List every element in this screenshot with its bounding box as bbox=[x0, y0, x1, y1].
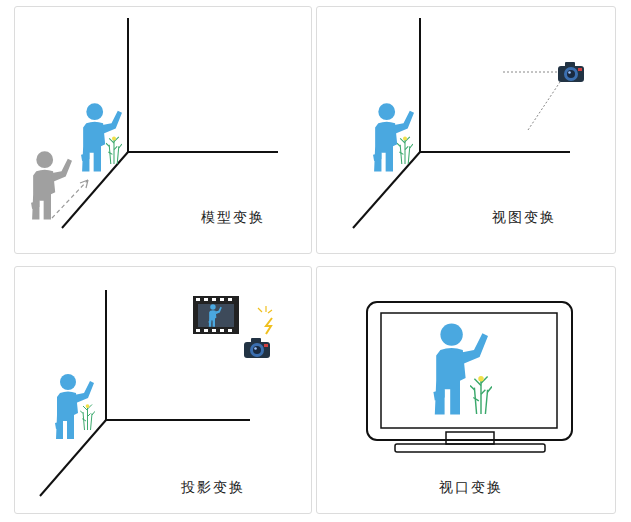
panel-caption: 投影变换 bbox=[181, 479, 245, 496]
panel-box: 投影变换 bbox=[14, 266, 312, 514]
panel-caption: 视图变换 bbox=[492, 209, 556, 226]
panel-caption: 视口变换 bbox=[439, 479, 503, 496]
panel-box: 视图变换 bbox=[316, 6, 616, 254]
panel-box: 模型变换 bbox=[14, 6, 312, 254]
panel-caption: 模型变换 bbox=[201, 209, 265, 226]
panel-box: 视口变换 bbox=[316, 266, 616, 514]
